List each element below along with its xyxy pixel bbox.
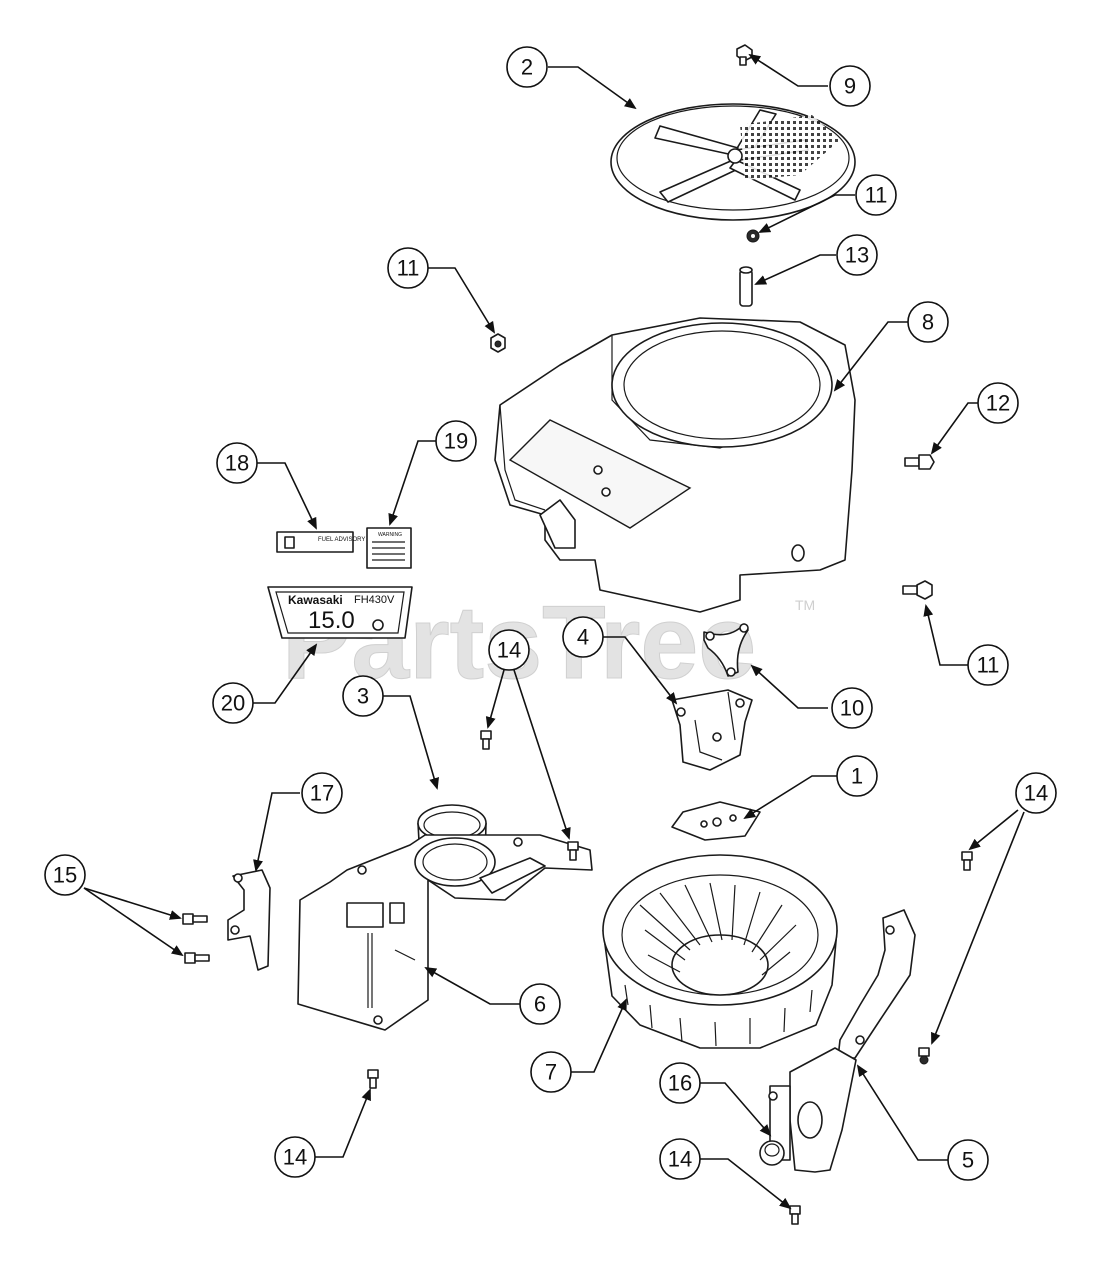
callout-18: 18 bbox=[216, 442, 258, 484]
hardware-nut-11-top bbox=[746, 229, 760, 243]
callout-18-label: 18 bbox=[225, 451, 249, 476]
callout-1: 1 bbox=[836, 755, 878, 797]
part-5-bracket bbox=[768, 909, 916, 1173]
callout-3: 3 bbox=[342, 675, 384, 717]
part-4-bracket bbox=[671, 689, 753, 771]
leader-lines bbox=[83, 53, 1025, 1210]
callout-5: 5 bbox=[947, 1139, 989, 1181]
callout-14-c: 14 bbox=[274, 1136, 316, 1178]
callout-11-left-label: 11 bbox=[397, 256, 420, 281]
callout-11-right: 11 bbox=[967, 644, 1009, 686]
callout-7-label: 7 bbox=[545, 1060, 557, 1085]
decal-18-text: FUEL ADVISORY bbox=[318, 537, 365, 543]
callout-19-label: 19 bbox=[444, 429, 468, 454]
callout-8: 8 bbox=[907, 301, 949, 343]
callout-14-d-label: 14 bbox=[668, 1147, 692, 1172]
part-10-gasket bbox=[703, 623, 749, 677]
hardware-bolt-11-right bbox=[902, 580, 933, 600]
callout-14-a-label: 14 bbox=[497, 638, 521, 663]
callout-16-label: 16 bbox=[668, 1071, 692, 1096]
part-2-grille bbox=[610, 103, 856, 221]
callout-14-a: 14 bbox=[488, 629, 530, 671]
callout-11-top: 11 bbox=[855, 174, 897, 216]
callout-10-label: 10 bbox=[840, 696, 864, 721]
callout-10: 10 bbox=[831, 687, 873, 729]
callout-12: 12 bbox=[977, 382, 1019, 424]
callout-13: 13 bbox=[836, 234, 878, 276]
callout-15: 15 bbox=[44, 854, 86, 896]
part-8-blower-housing bbox=[494, 317, 856, 613]
decal-20-hp: 15.0 bbox=[308, 607, 355, 634]
part-1-plate bbox=[671, 801, 761, 841]
callout-14-c-label: 14 bbox=[283, 1145, 307, 1170]
callout-4: 4 bbox=[562, 616, 604, 658]
hardware-bolt-9 bbox=[736, 44, 753, 66]
callout-11-top-label: 11 bbox=[865, 183, 888, 208]
callout-7: 7 bbox=[530, 1051, 572, 1093]
callout-4-label: 4 bbox=[577, 625, 589, 650]
hardware-spacer-13 bbox=[739, 266, 753, 307]
callout-14-b-label: 14 bbox=[1024, 781, 1048, 806]
callout-13-label: 13 bbox=[845, 243, 869, 268]
callout-2-label: 2 bbox=[521, 55, 533, 80]
callout-6-label: 6 bbox=[534, 992, 546, 1017]
callout-2: 2 bbox=[506, 46, 548, 88]
hardware-nut-11-left bbox=[490, 333, 506, 353]
callout-9: 9 bbox=[829, 65, 871, 107]
callout-16: 16 bbox=[659, 1062, 701, 1104]
decal-20-model-code: FH430V bbox=[354, 594, 395, 606]
decal-19-text: WARNING bbox=[378, 532, 402, 538]
watermark-trademark: TM bbox=[795, 597, 815, 613]
decal-19-warning: WARNING bbox=[366, 527, 412, 569]
callout-3-label: 3 bbox=[357, 684, 369, 709]
callout-6: 6 bbox=[519, 983, 561, 1025]
hardware-bolt-12 bbox=[904, 454, 935, 470]
callout-9-label: 9 bbox=[844, 74, 856, 99]
callout-20: 20 bbox=[212, 682, 254, 724]
callout-19: 19 bbox=[435, 420, 477, 462]
part-6-baffle bbox=[297, 834, 593, 1031]
callout-17: 17 bbox=[301, 772, 343, 814]
callout-15-label: 15 bbox=[53, 863, 77, 888]
decal-20-brand: Kawasaki bbox=[288, 593, 343, 607]
callout-20-label: 20 bbox=[221, 691, 245, 716]
part-17-bracket bbox=[227, 869, 271, 971]
bolts-14 bbox=[367, 730, 973, 1225]
callout-14-b: 14 bbox=[1015, 772, 1057, 814]
callout-14-d: 14 bbox=[659, 1138, 701, 1180]
callout-12-label: 12 bbox=[986, 391, 1010, 416]
callout-11-left: 11 bbox=[387, 247, 429, 289]
decal-18-fuel: FUEL ADVISORY bbox=[276, 531, 365, 553]
callout-1-label: 1 bbox=[851, 764, 863, 789]
callout-17-label: 17 bbox=[310, 781, 334, 806]
bolts-15 bbox=[182, 913, 210, 964]
callout-11-right-label: 11 bbox=[977, 653, 1000, 678]
callout-5-label: 5 bbox=[962, 1148, 974, 1173]
part-16-fitting bbox=[759, 1140, 785, 1166]
callout-8-label: 8 bbox=[922, 310, 934, 335]
decal-20-model: Kawasaki FH430V 15.0 bbox=[267, 586, 413, 639]
part-7-flywheel bbox=[602, 854, 838, 1049]
